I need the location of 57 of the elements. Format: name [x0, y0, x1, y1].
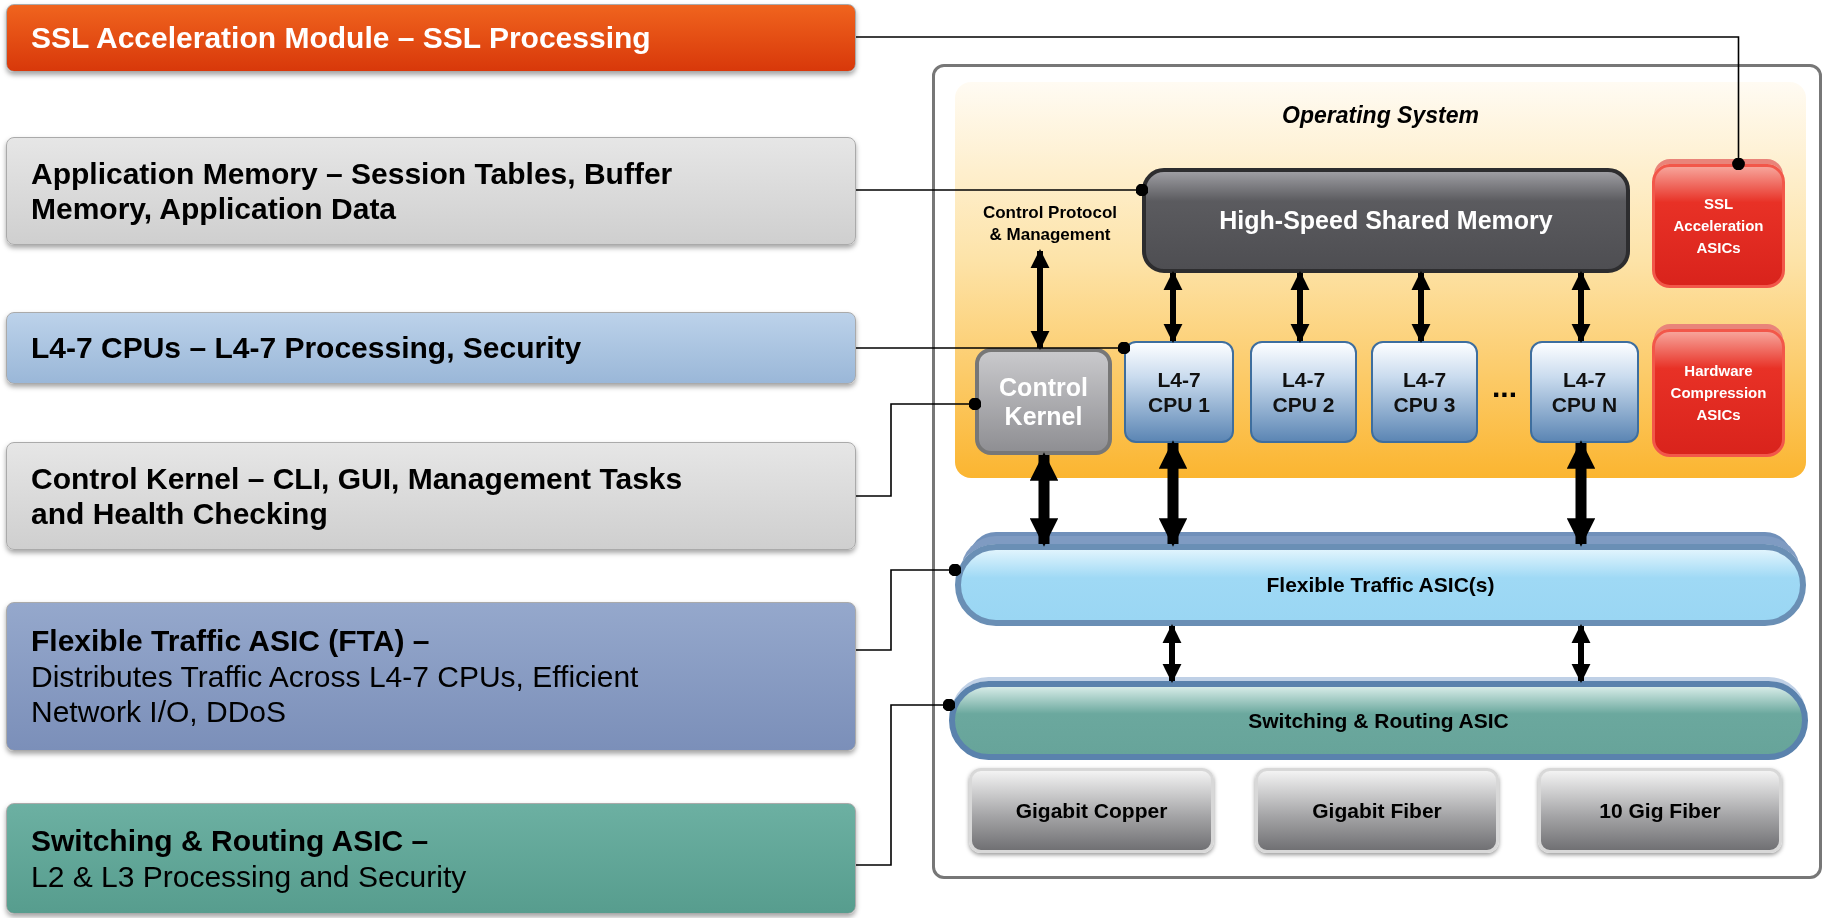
double-arrow [1162, 624, 1182, 683]
description-box [6, 312, 856, 384]
panel-title: Operating System [1282, 102, 1479, 129]
description-box [6, 4, 856, 72]
node-label: SSL Acceleration ASICs [1672, 194, 1765, 258]
double-arrow [1163, 271, 1183, 343]
node-label: Gigabit Copper [1015, 798, 1168, 823]
node-label: Gigabit Fiber [1312, 798, 1442, 823]
cpu-box [1124, 341, 1234, 443]
cpu-box [1371, 341, 1478, 443]
leader-line [855, 563, 962, 651]
box-body: L2 & L3 Processing and Security [31, 858, 468, 894]
node-label: Control Protocol & Management [981, 201, 1119, 246]
leader-line [855, 36, 1745, 171]
node-label: Hardware Compression ASICs [1669, 361, 1768, 425]
port-box [969, 768, 1214, 853]
node-label: L4-7 CPU 2 [1271, 366, 1336, 418]
double-arrow [1029, 452, 1059, 547]
node-label: L4-7 CPU 3 [1392, 366, 1457, 418]
description-box [6, 803, 856, 914]
box-heading: Flexible Traffic ASIC (FTA) – [31, 623, 431, 659]
double-arrow [1158, 440, 1188, 547]
double-arrow [1566, 440, 1596, 547]
double-arrow [1030, 249, 1050, 350]
memory-box [1142, 168, 1630, 273]
cpu-box [1530, 341, 1639, 443]
node-label: SSL Acceleration Module – SSL Processing [31, 20, 652, 56]
node-label: High-Speed Shared Memory [1219, 206, 1553, 235]
node-label: Switching & Routing ASIC [1248, 708, 1509, 733]
ellipsis-mark: ... [1492, 372, 1517, 402]
port-box [1255, 768, 1499, 853]
description-box [6, 602, 856, 751]
node-label: 10 Gig Fiber [1599, 798, 1721, 823]
description-box [6, 442, 856, 550]
device-frame [932, 64, 1822, 879]
node-label: Application Memory – Session Tables, Buffer Memory, Application Data [31, 155, 674, 227]
double-arrow [1571, 624, 1591, 683]
double-arrow [1571, 271, 1591, 343]
double-arrow [1411, 271, 1431, 343]
node-label: L4-7 CPU N [1550, 366, 1619, 418]
leader-line [855, 698, 956, 866]
node-label: Control Kernel – CLI, GUI, Management Tasks and Health Checking [31, 460, 684, 532]
leader-line [855, 183, 1149, 197]
port-box [1538, 768, 1782, 853]
system-panel [955, 82, 1806, 478]
box-heading: Switching & Routing ASIC – [31, 823, 430, 859]
box-body: Distributes Traffic Across L4-7 CPUs, Efficient Network I/O, DDoS [31, 658, 640, 730]
double-arrow [1290, 271, 1310, 343]
leader-line [855, 341, 1131, 355]
node-label: L4-7 CPU 1 [1147, 366, 1211, 418]
cpu-box [1250, 341, 1357, 443]
leader-line [855, 397, 982, 497]
node-label: Control Kernel [998, 372, 1089, 431]
node-label: Flexible Traffic ASIC(s) [1266, 573, 1495, 597]
description-box [6, 137, 856, 245]
kernel-box [975, 348, 1112, 455]
node-label: L4-7 CPUs – L4-7 Processing, Security [31, 330, 583, 366]
